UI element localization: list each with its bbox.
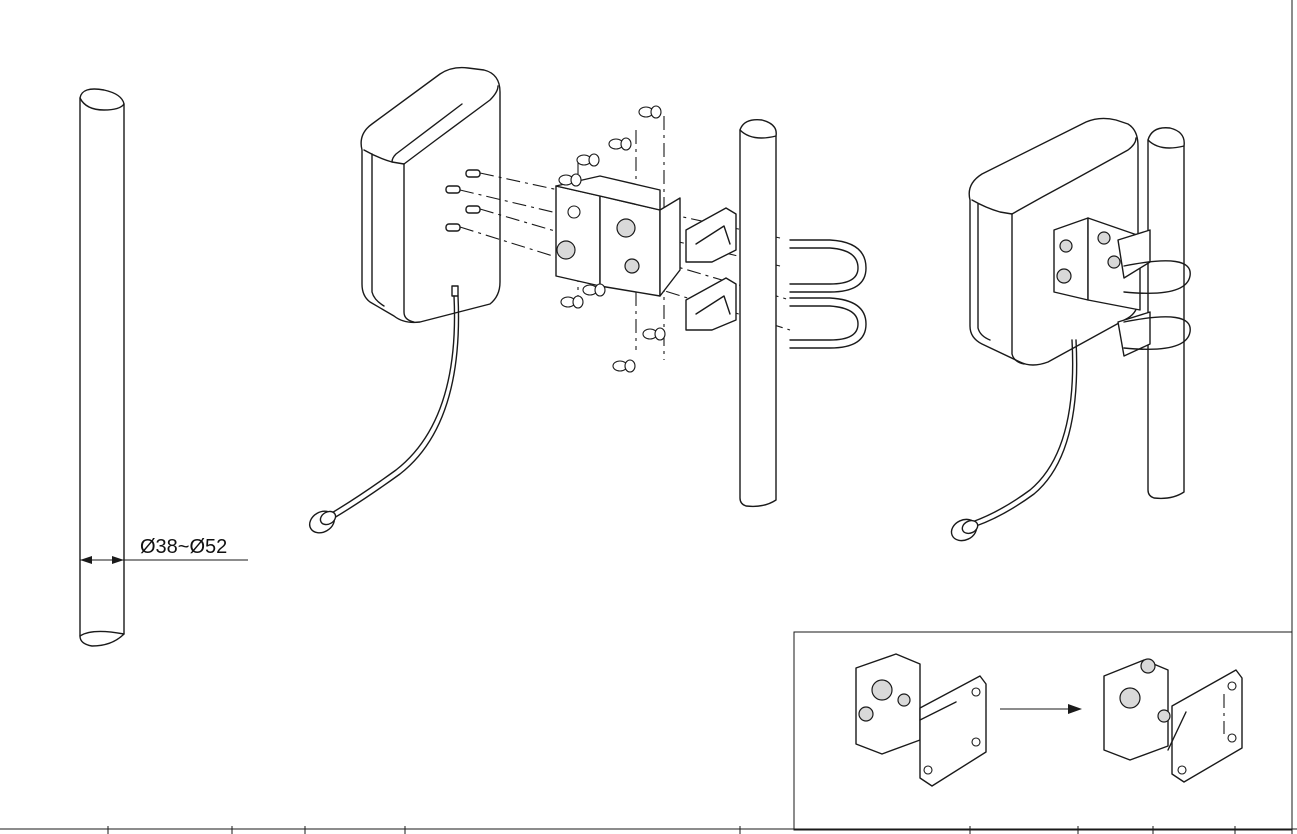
pole-diameter-label: Ø38~Ø52 (140, 536, 227, 558)
pole-middle (739, 119, 777, 508)
pole-left (79, 88, 125, 647)
clamp-jaws (685, 207, 737, 331)
pole-diameter-dimension: Ø38~Ø52 (80, 536, 248, 564)
antenna-cable-exploded (308, 295, 460, 534)
bracket-rotation-inset (793, 631, 1293, 831)
bracket-before (855, 653, 987, 787)
u-bolts (789, 239, 867, 349)
bracket-after (1103, 658, 1243, 783)
rotation-arrow (1000, 704, 1082, 714)
bracket-exploded (555, 175, 681, 297)
antenna-cable-assembled (950, 339, 1078, 542)
pole-right (1147, 127, 1185, 500)
nuts-and-washers (558, 105, 666, 373)
bracket-assembled (1053, 217, 1191, 357)
